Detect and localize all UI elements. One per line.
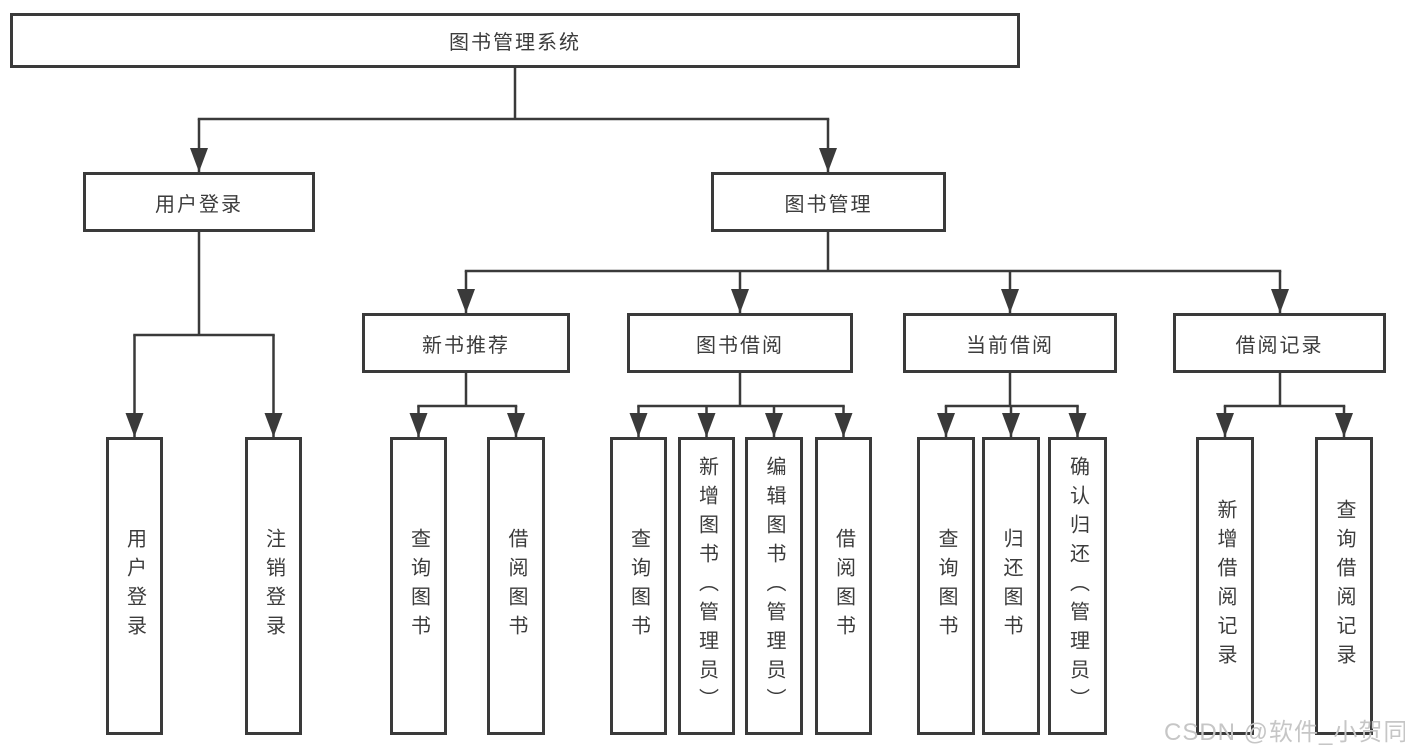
node-current-borrowing: 当前借阅 [903, 313, 1117, 373]
node-user-login-label: 用户登录 [155, 193, 243, 216]
leaf-borrow-book-2-label: 借阅图书 [832, 528, 855, 644]
leaf-add-borrow-record: 新增借阅记录 [1196, 437, 1254, 735]
leaf-logout-label: 注销登录 [262, 528, 285, 644]
leaf-query-book-3-label: 查询图书 [935, 528, 957, 644]
leaf-query-book-1: 查询图书 [390, 437, 447, 735]
leaf-query-book-3: 查询图书 [917, 437, 975, 735]
leaf-confirm-return-admin-label: 确认归还（管理员） [1066, 455, 1089, 717]
leaf-borrow-book-1-label: 借阅图书 [505, 528, 527, 644]
leaf-query-borrow-record-label: 查询借阅记录 [1333, 499, 1355, 673]
node-user-login: 用户登录 [83, 172, 315, 232]
node-book-borrowing: 图书借阅 [627, 313, 853, 373]
leaf-query-book-2-label: 查询图书 [627, 528, 650, 644]
leaf-borrow-book-1: 借阅图书 [487, 437, 545, 735]
leaf-logout: 注销登录 [245, 437, 302, 735]
leaf-edit-book-admin-label: 编辑图书（管理员） [763, 455, 785, 717]
node-library-system-label: 图书管理系统 [449, 32, 581, 54]
node-borrowing-records: 借阅记录 [1173, 313, 1386, 373]
leaf-query-borrow-record: 查询借阅记录 [1315, 437, 1373, 735]
csdn-watermark: CSDN @软件_小贺同学 [1164, 719, 1405, 746]
leaf-query-book-1-label: 查询图书 [407, 528, 430, 644]
leaf-user-login: 用户登录 [106, 437, 163, 735]
node-borrowing-records-label: 借阅记录 [1235, 334, 1324, 357]
node-book-borrowing-label: 图书借阅 [696, 334, 784, 357]
leaf-add-book-admin-label: 新增图书（管理员） [695, 455, 718, 717]
leaf-user-login-label: 用户登录 [123, 528, 146, 644]
leaf-borrow-book-2: 借阅图书 [815, 437, 872, 735]
leaf-return-book: 归还图书 [982, 437, 1040, 735]
node-book-management-label: 图书管理 [784, 193, 873, 216]
leaf-return-book-label: 归还图书 [1000, 528, 1022, 644]
node-current-borrowing-label: 当前借阅 [966, 334, 1054, 357]
leaf-edit-book-admin: 编辑图书（管理员） [745, 437, 803, 735]
node-new-book-recommend-label: 新书推荐 [422, 334, 510, 357]
leaf-confirm-return-admin: 确认归还（管理员） [1048, 437, 1107, 735]
leaf-add-borrow-record-label: 新增借阅记录 [1214, 499, 1236, 673]
node-book-management: 图书管理 [711, 172, 946, 232]
leaf-query-book-2: 查询图书 [610, 437, 667, 735]
leaf-add-book-admin: 新增图书（管理员） [678, 437, 735, 735]
node-library-system: 图书管理系统 [10, 13, 1020, 68]
node-new-book-recommend: 新书推荐 [362, 313, 570, 373]
